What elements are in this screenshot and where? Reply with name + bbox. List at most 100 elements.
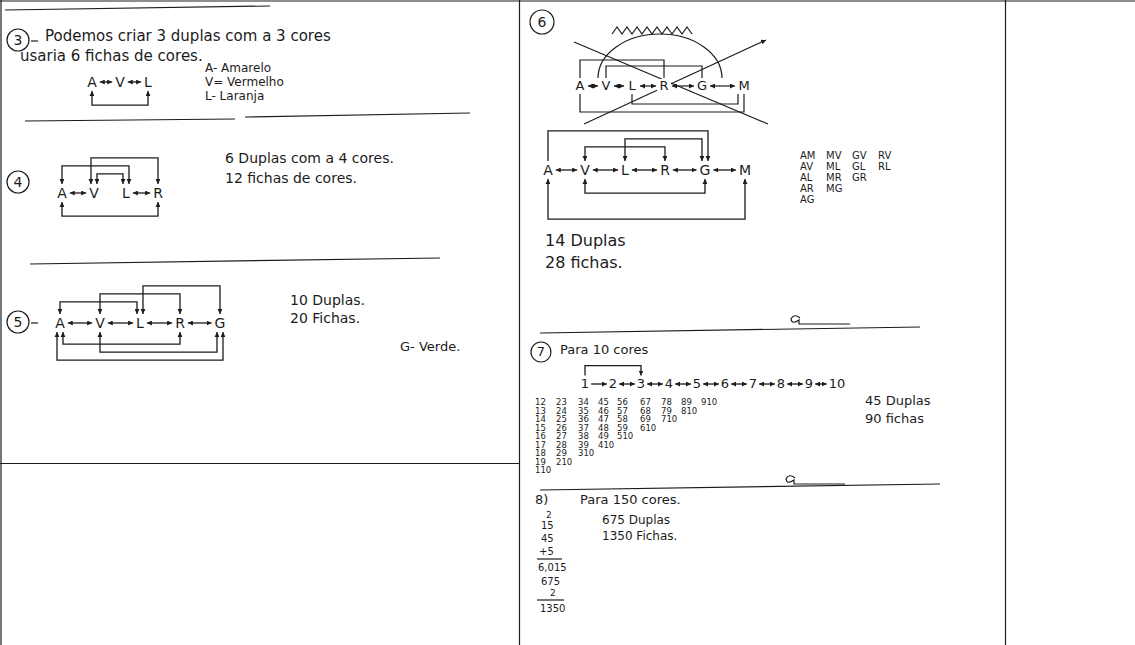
number-node: 1 — [579, 376, 591, 393]
crossed-sketch — [640, 85, 656, 86]
connector-arrow — [759, 383, 775, 384]
number-node: 7 — [747, 376, 759, 393]
section-separator — [245, 113, 470, 117]
calc-digit: +5 — [539, 546, 554, 558]
node-text: V — [580, 162, 590, 178]
crossed-letter: A — [574, 79, 587, 94]
callout-number: 6 — [538, 14, 547, 30]
number-node: 2 — [607, 376, 619, 393]
crossed-letter: V — [600, 79, 613, 94]
result-text: 675 Duplas — [602, 514, 670, 528]
number-node: 8 — [775, 376, 787, 393]
node-text: 1 — [581, 377, 589, 392]
node-text: R — [153, 185, 163, 201]
key-entry: V= Vermelho — [205, 76, 284, 90]
cross-out-stroke — [574, 42, 768, 124]
pair-list-item: MG — [826, 183, 842, 195]
crossed-letter: M — [736, 79, 751, 94]
calc-digit: 15 — [541, 520, 554, 532]
node-text: L — [122, 185, 130, 201]
connector-arrow — [556, 169, 577, 170]
crossed-letter: L — [626, 79, 637, 94]
color-letter: V — [577, 161, 593, 179]
result-text: 12 fichas de cores. — [225, 170, 357, 186]
node-text: 2 — [609, 377, 617, 392]
connector-arrow — [675, 383, 691, 384]
node-text: 4 — [665, 377, 673, 392]
pair-table-cell: 410 — [598, 441, 614, 451]
section-separator — [25, 119, 235, 121]
node-text: G — [700, 162, 711, 178]
connector-arrow — [60, 302, 137, 314]
node-text: L — [136, 315, 144, 331]
connector-arrow — [97, 174, 123, 184]
connector-arrow — [625, 139, 702, 161]
color-letter: L — [618, 161, 632, 179]
section-separator — [30, 258, 440, 264]
pair-list-item: AM — [800, 150, 815, 162]
result-text: 90 fichas — [865, 412, 924, 427]
color-letter: V — [86, 184, 102, 202]
color-letter: L — [141, 73, 155, 91]
connector-arrow — [593, 169, 618, 170]
connector-arrow — [68, 322, 92, 323]
calc-digit: 1350 — [540, 603, 565, 615]
connector-arrow — [62, 202, 158, 216]
connector-arrow — [632, 169, 657, 170]
color-letter: A — [52, 314, 68, 332]
calc-digit: 45 — [541, 533, 554, 545]
number-node: 10 — [827, 376, 848, 393]
number-node: 6 — [719, 376, 731, 393]
color-letter: A — [540, 161, 556, 179]
pair-list-item: GR — [852, 172, 867, 184]
color-letter: L — [133, 314, 147, 332]
result-text: 10 Duplas. — [290, 292, 365, 308]
callout-number: 7 — [537, 345, 545, 360]
calc-digit: 2 — [546, 510, 552, 520]
result-text: 1350 Fichas. — [602, 530, 677, 544]
connector-arrow — [673, 169, 697, 170]
node-text: A — [55, 315, 65, 331]
pair-list-item: AV — [800, 161, 813, 173]
crossed-sketch — [710, 85, 735, 86]
number-node: 9 — [803, 376, 815, 393]
connector-arrow — [70, 192, 86, 193]
calc-digit: 675 — [541, 576, 560, 588]
connector-arrow — [585, 179, 705, 193]
connector-arrow — [57, 332, 223, 360]
color-letter: L — [119, 184, 133, 202]
connector-arrow — [133, 192, 150, 193]
pair-list-item: AL — [800, 172, 812, 184]
crossed-letter: R — [657, 79, 670, 94]
connector-arrow — [100, 294, 180, 314]
crossed-sketch — [614, 85, 624, 86]
pair-table-cell: 310 — [578, 449, 594, 459]
crossed-sketch — [588, 85, 598, 86]
number-node: 3 — [635, 376, 647, 393]
pair-list-item: GL — [852, 161, 865, 173]
connector-arrow — [100, 81, 112, 82]
page-frame — [0, 0, 1, 645]
color-letter: R — [172, 314, 188, 332]
node-text: 10 — [829, 377, 846, 392]
color-letter: R — [150, 184, 166, 202]
key-entry: G- Verde. — [400, 340, 460, 355]
callout-circle — [7, 171, 29, 193]
callout-number: 3 — [14, 32, 23, 48]
key-entry: A- Amarelo — [205, 62, 271, 76]
connector-arrow — [143, 286, 220, 314]
page-frame — [0, 0, 1135, 1]
connector-arrow — [91, 158, 158, 184]
node-text: A — [543, 162, 553, 178]
panel-divider — [0, 463, 519, 464]
note-text: Para 10 cores — [560, 343, 648, 358]
pair-list-item: AR — [800, 183, 814, 195]
key-entry: L- Laranja — [205, 90, 264, 104]
connector-arrow — [92, 91, 148, 105]
pair-list-item: RV — [878, 150, 891, 162]
pair-table-cell: 710 — [661, 415, 677, 425]
dash-mark — [31, 322, 38, 323]
result-text: 28 fichas. — [545, 254, 623, 272]
node-text: 3 — [637, 377, 645, 392]
result-text: 20 Fichas. — [290, 310, 360, 326]
